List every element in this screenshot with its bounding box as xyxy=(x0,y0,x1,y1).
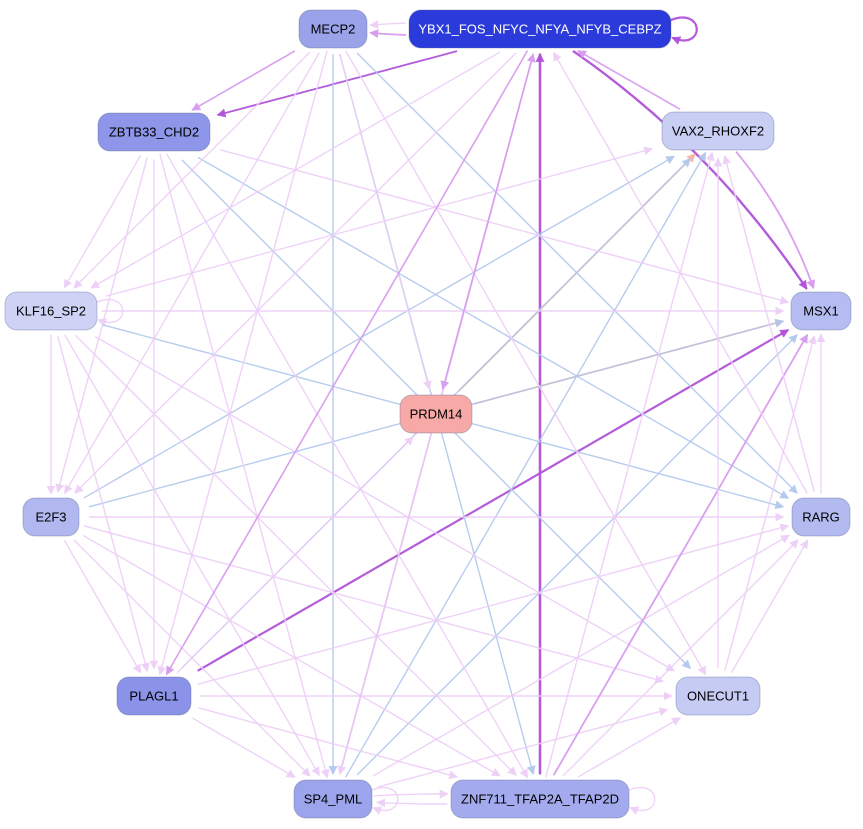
edge-ybx1-mecp2 xyxy=(369,29,407,39)
node-klf16[interactable]: KLF16_SP2 xyxy=(4,291,98,331)
edge-mecp2-zbtb33 xyxy=(191,50,295,111)
node-shape-mecp2[interactable] xyxy=(298,9,368,49)
edge-znf711-msx1 xyxy=(553,333,808,776)
edge-zbtb33-rarg xyxy=(197,157,790,499)
node-prdm14[interactable]: PRDM14 xyxy=(399,394,473,434)
edge-sp4-znf711 xyxy=(373,789,449,799)
edge-klf16-onecut1 xyxy=(94,336,676,672)
node-rarg[interactable]: RARG xyxy=(791,497,851,537)
edge-znf711-sp4 xyxy=(376,798,448,808)
edge-mecp2-klf16 xyxy=(73,51,311,289)
node-e2f3[interactable]: E2F3 xyxy=(22,497,80,537)
node-shape-znf711[interactable] xyxy=(450,779,630,819)
node-msx1[interactable]: MSX1 xyxy=(790,291,852,331)
node-vax2[interactable]: VAX2_RHOXF2 xyxy=(661,111,775,151)
edge-plagl1-rarg xyxy=(197,523,790,685)
edge-mecp2-plagl1 xyxy=(157,50,328,676)
node-label-znf711: ZNF711_TFAP2A_TFAP2D xyxy=(461,792,619,807)
edge-sp4-sp4 xyxy=(371,787,399,815)
edge-sp4-onecut1 xyxy=(377,707,669,788)
edge-ybx1-prdm14 xyxy=(440,53,534,391)
node-onecut1[interactable]: ONECUT1 xyxy=(675,676,761,716)
edge-plagl1-znf711 xyxy=(198,707,459,780)
node-label-onecut1: ONECUT1 xyxy=(687,689,749,704)
edge-ybx1-e2f3 xyxy=(74,52,517,494)
node-mecp2[interactable]: MECP2 xyxy=(298,9,368,49)
edge-ybx1-plagl1 xyxy=(166,50,528,676)
node-plagl1[interactable]: PLAGL1 xyxy=(116,676,192,716)
edge-sp4-rarg xyxy=(373,534,791,777)
edge-e2f3-onecut1 xyxy=(83,525,665,684)
edge-zbtb33-znf711 xyxy=(166,153,528,779)
node-label-plagl1: PLAGL1 xyxy=(129,689,178,704)
edge-znf711-onecut1 xyxy=(577,717,681,778)
edge-zbtb33-sp4 xyxy=(159,153,330,779)
node-label-prdm14: PRDM14 xyxy=(410,407,463,422)
edge-ybx1-mecp2 xyxy=(369,19,407,29)
edge-znf711-rarg xyxy=(562,539,799,777)
node-shape-plagl1[interactable] xyxy=(116,676,192,716)
edge-e2f3-znf711 xyxy=(82,535,501,777)
edge-klf16-plagl1 xyxy=(57,336,150,673)
node-shape-zbtb33[interactable] xyxy=(97,112,211,152)
edge-sp4-msx1 xyxy=(356,334,798,776)
node-label-ybx1: YBX1_FOS_NFYC_NFYA_NFYB_CEBPZ xyxy=(418,22,661,37)
edge-e2f3-vax2 xyxy=(83,155,676,499)
node-sp4[interactable]: SP4_PML xyxy=(293,779,373,819)
node-shape-prdm14[interactable] xyxy=(399,394,473,434)
node-shape-vax2[interactable] xyxy=(661,111,775,151)
edge-rarg-vax2 xyxy=(722,154,815,492)
edge-zbtb33-e2f3 xyxy=(55,157,148,494)
edge-plagl1-msx1 xyxy=(197,329,790,672)
edge-plagl1-sp4 xyxy=(192,717,296,778)
node-shape-msx1[interactable] xyxy=(790,291,852,331)
edge-vax2-ybx1 xyxy=(577,50,681,110)
node-label-vax2: VAX2_RHOXF2 xyxy=(672,124,764,139)
edge-ybx1-klf16 xyxy=(90,51,500,289)
node-ybx1[interactable]: YBX1_FOS_NFYC_NFYA_NFYB_CEBPZ xyxy=(408,9,672,49)
node-label-rarg: RARG xyxy=(802,510,840,525)
node-label-mecp2: MECP2 xyxy=(311,22,356,37)
edge-klf16-vax2 xyxy=(105,146,654,297)
node-label-zbtb33: ZBTB33_CHD2 xyxy=(109,125,199,140)
node-layer: MECP2 YBX1_FOS_NFYC_NFYA_NFYB_CEBPZ ZBTB33… xyxy=(4,9,852,819)
edge-onecut1-msx1 xyxy=(724,334,817,671)
edge-znf711-vax2 xyxy=(545,151,715,778)
node-shape-klf16[interactable] xyxy=(4,291,98,331)
node-label-klf16: KLF16_SP2 xyxy=(16,304,86,319)
edge-onecut1-rarg xyxy=(731,539,809,673)
edge-layer xyxy=(46,16,826,815)
node-shape-sp4[interactable] xyxy=(293,779,373,819)
node-zbtb33[interactable]: ZBTB33_CHD2 xyxy=(97,112,211,152)
node-znf711[interactable]: ZNF711_TFAP2A_TFAP2D xyxy=(450,779,630,819)
node-label-msx1: MSX1 xyxy=(803,304,838,319)
edge-rarg-ybx1 xyxy=(553,51,808,494)
node-shape-rarg[interactable] xyxy=(791,497,851,537)
node-shape-ybx1[interactable] xyxy=(408,9,672,49)
node-shape-e2f3[interactable] xyxy=(22,497,80,537)
edge-vax2-msx1 xyxy=(735,151,816,290)
node-label-e2f3: E2F3 xyxy=(35,510,66,525)
node-label-sp4: SP4_PML xyxy=(304,792,363,807)
edge-ybx1-msx1 xyxy=(572,50,808,290)
edge-zbtb33-msx1 xyxy=(220,149,790,305)
edge-znf711-znf711 xyxy=(628,787,656,815)
edge-plagl1-prdm14 xyxy=(176,436,414,674)
edge-e2f3-plagl1 xyxy=(64,540,142,674)
edge-mecp2-onecut1 xyxy=(345,50,707,676)
edge-ybx1-ybx1 xyxy=(669,16,698,45)
edge-ybx1-zbtb33 xyxy=(216,50,458,118)
edge-sp4-vax2 xyxy=(345,151,707,778)
node-shape-onecut1[interactable] xyxy=(675,676,761,716)
edge-zbtb33-klf16 xyxy=(63,155,141,289)
